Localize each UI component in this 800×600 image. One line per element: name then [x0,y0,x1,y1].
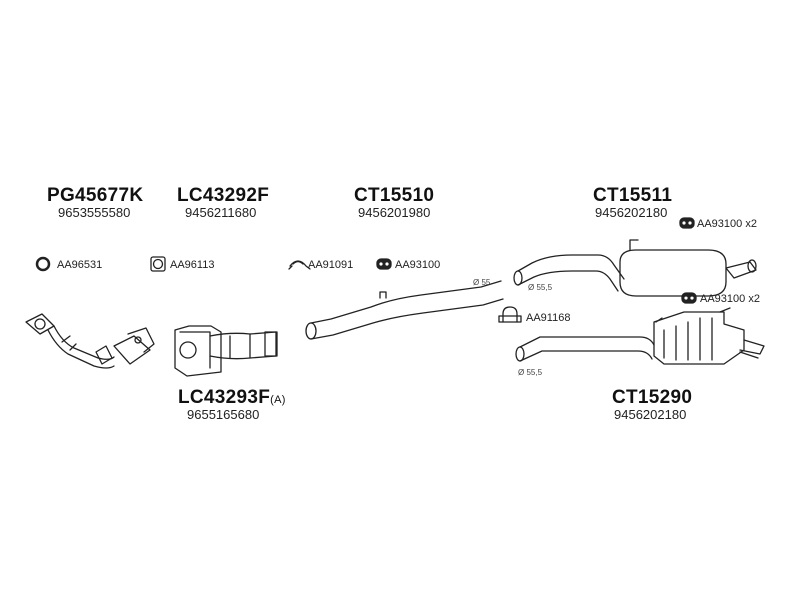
catalytic-converter-drawing [174,325,278,377]
accessory-label-aa93100-bottom: AA93100 x2 [700,293,760,305]
oem-number-ct15510: 9456201980 [358,205,431,220]
accessory-label-aa96113: AA96113 [170,259,215,271]
part-code-ct15290: CT15290 [612,387,693,408]
accessory-label-aa96531: AA96531 [57,259,103,271]
diameter-label-55-5-bottom: Ø 55,5 [518,368,543,377]
rubber-mount-icon-top [679,217,695,229]
u-clamp-icon [498,306,522,323]
diameter-label-55: Ø 55 [473,278,491,287]
part-code-ct15510: CT15510 [354,185,435,206]
square-gasket-icon [150,256,166,272]
pipe-clamp-icon [288,260,311,270]
part-code-pg45677k: PG45677K [47,185,144,206]
accessory-label-aa91091: AA91091 [308,259,354,271]
part-code-lc43292f: LC43292F [177,185,270,206]
part-code-lc43293f: LC43293F(A) [178,387,286,409]
front-pipe-drawing [25,313,155,369]
oem-number-lc43293f: 9655165680 [187,407,260,422]
ring-gasket-icon [35,256,51,272]
accessory-label-aa93100: AA93100 [395,259,441,271]
oem-number-lc43292f: 9456211680 [185,205,257,220]
rubber-mount-icon [376,258,392,270]
part-code-lc43293f-suffix: (A) [270,394,286,406]
accessory-label-aa91168: AA91168 [526,312,571,324]
intermediate-pipe-drawing [305,280,504,340]
rear-silencer-top-drawing [513,239,757,297]
part-code-lc43293f-text: LC43293F [178,387,271,408]
rubber-mount-icon-bottom [681,292,697,304]
oem-number-pg45677k: 9653555580 [58,205,131,220]
oem-number-ct15511: 9456202180 [595,205,668,220]
oem-number-ct15290: 9456202180 [614,407,687,422]
rear-silencer-bottom-drawing [515,307,765,365]
accessory-label-aa93100-top: AA93100 x2 [697,218,757,230]
part-code-ct15511: CT15511 [593,185,673,206]
diameter-label-55-5-top: Ø 55,5 [528,283,553,292]
